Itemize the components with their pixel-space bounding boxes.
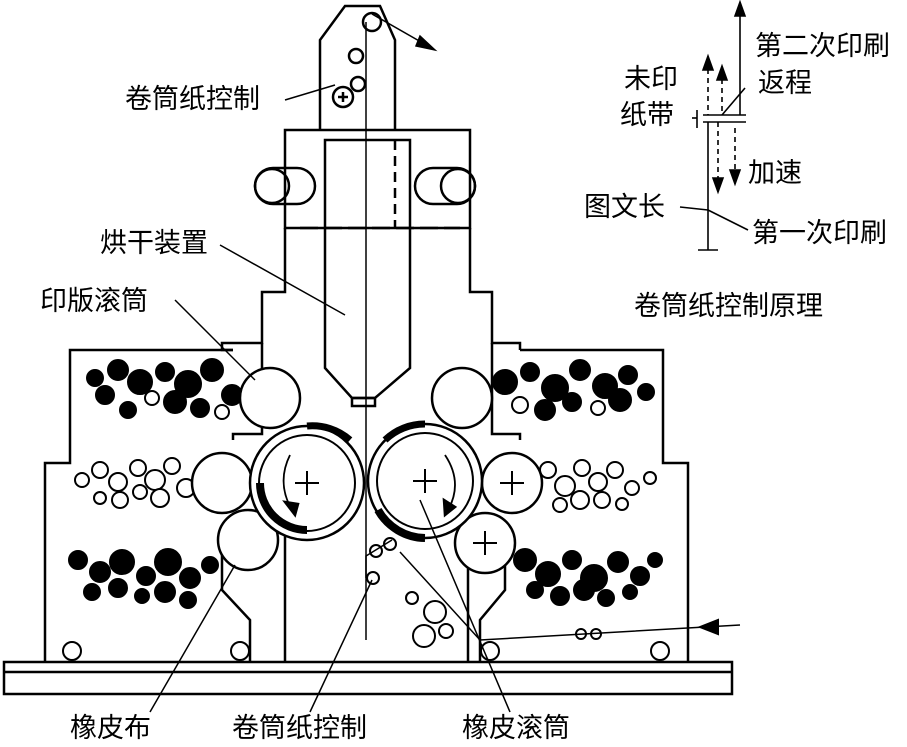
ink-roller — [129, 459, 147, 477]
ink-roller — [570, 490, 590, 510]
ink-roller — [144, 390, 160, 406]
ink-roller — [174, 370, 202, 398]
ink-roller — [630, 566, 650, 586]
ink-roller — [554, 475, 576, 497]
web-control-principle-sketch — [679, 0, 749, 251]
ink-roller — [179, 591, 197, 609]
ink-roller — [593, 491, 611, 509]
ink-roller — [154, 548, 182, 576]
ink-roller — [624, 480, 640, 496]
label-blanket-cylinder: 橡皮滚筒 — [462, 713, 570, 744]
ink-roller — [569, 359, 591, 381]
ink-roller — [109, 549, 135, 575]
ink-roller — [520, 362, 540, 382]
ink-roller — [132, 484, 148, 500]
paper-web — [365, 13, 438, 640]
ink-roller — [607, 551, 629, 573]
ink-roller-train — [68, 358, 663, 609]
plate-cylinder-right-top — [430, 366, 494, 430]
ink-roller — [119, 401, 137, 419]
ink-roller — [573, 459, 591, 477]
ink-roller — [144, 469, 166, 491]
ink-roller — [643, 471, 657, 485]
label-blanket: 橡皮布 — [70, 713, 151, 744]
ink-roller — [637, 383, 655, 401]
label-first-print: 第一次印刷 — [752, 218, 887, 249]
label-accelerate: 加速 — [748, 158, 802, 189]
ink-roller — [492, 369, 518, 395]
ink-roller — [83, 583, 101, 601]
dryer-unit — [300, 138, 460, 408]
plate-cylinder-left-bottom — [216, 508, 280, 572]
ink-roller — [95, 385, 115, 405]
leader-lines — [149, 84, 511, 713]
ink-roller — [190, 398, 210, 418]
label-second-print: 第二次印刷 — [755, 31, 890, 62]
ink-roller — [68, 550, 88, 570]
ink-roller — [154, 581, 176, 603]
plate-cylinder-left-mid — [190, 451, 254, 515]
ink-roller — [539, 461, 557, 479]
ink-roller — [511, 396, 529, 414]
label-plate-cylinder: 印版滚筒 — [40, 286, 148, 317]
ink-roller — [590, 400, 606, 416]
ink-roller — [513, 548, 537, 572]
ink-roller — [552, 497, 568, 513]
ink-roller — [86, 369, 104, 387]
ink-roller — [108, 578, 128, 598]
ink-roller — [597, 589, 615, 607]
label-unprinted-1: 未印 — [624, 64, 678, 95]
right-cylinders — [366, 366, 544, 575]
ink-roller — [201, 556, 219, 574]
ink-roller — [588, 472, 608, 492]
ink-roller — [163, 457, 181, 475]
ink-roller — [111, 491, 129, 509]
ink-roller — [622, 584, 638, 600]
label-web-control-bottom: 卷筒纸控制 — [232, 713, 367, 744]
label-unprinted-2: 纸带 — [620, 100, 674, 131]
ink-roller — [647, 552, 663, 568]
ink-roller — [136, 566, 156, 586]
upper-side-rollers — [253, 166, 477, 206]
label-principle-title: 卷筒纸控制原理 — [634, 291, 823, 322]
labels: 卷筒纸控制 烘干装置 印版滚筒 橡皮布 卷筒纸控制 橡皮滚筒 第二次印刷 未印 … — [40, 31, 890, 744]
ink-roller — [134, 588, 150, 604]
ink-roller — [615, 497, 629, 511]
ink-roller — [107, 359, 129, 381]
plate-cylinder-left-top — [238, 366, 302, 430]
ink-roller — [534, 399, 556, 421]
ink-roller — [89, 561, 111, 583]
ink-roller — [562, 392, 582, 412]
ink-roller — [163, 390, 187, 414]
label-return: 返程 — [758, 68, 812, 99]
ink-roller — [608, 388, 632, 412]
top-web-control-rollers — [331, 11, 383, 109]
ink-roller — [573, 579, 595, 601]
label-dryer: 烘干装置 — [100, 228, 208, 259]
base-rail — [2, 660, 734, 696]
ink-roller — [562, 550, 582, 570]
ink-roller — [550, 586, 570, 606]
left-cylinders — [190, 366, 366, 572]
ink-roller — [91, 461, 109, 479]
label-image-length: 图文长 — [584, 192, 665, 223]
ink-roller — [592, 373, 618, 399]
ink-roller — [179, 567, 201, 589]
ink-roller — [606, 461, 624, 479]
ink-roller — [541, 374, 569, 402]
ink-roller — [93, 491, 107, 505]
ink-roller — [214, 404, 230, 420]
ink-roller — [108, 472, 128, 492]
label-web-control-top: 卷筒纸控制 — [125, 84, 260, 115]
ink-roller — [618, 365, 638, 385]
ink-roller — [535, 561, 561, 587]
ink-roller — [155, 362, 175, 382]
ink-roller — [200, 358, 224, 382]
bottom-web-control — [62, 537, 741, 661]
ink-roller — [127, 369, 153, 395]
ink-roller — [150, 488, 170, 508]
ink-roller — [526, 581, 544, 599]
ink-roller — [74, 472, 90, 488]
